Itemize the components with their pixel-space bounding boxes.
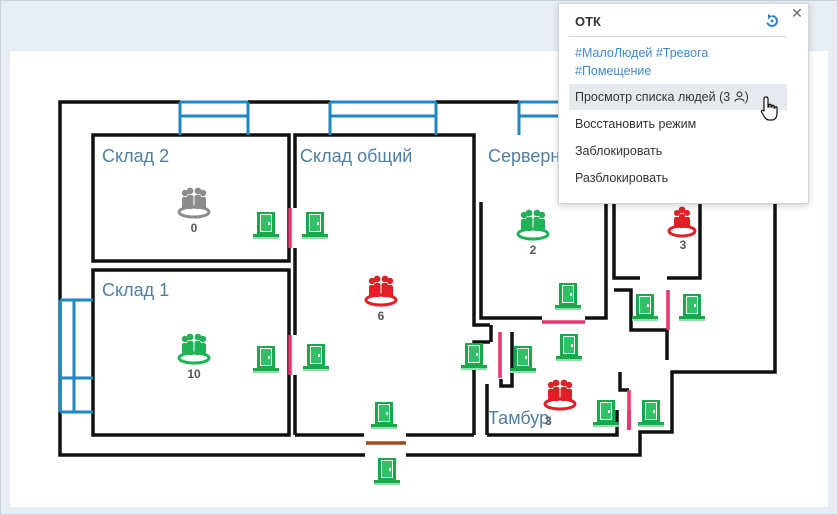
people-count-tambur: 3 — [545, 414, 552, 428]
map-left-margin — [1, 51, 10, 507]
exit-icon[interactable] — [253, 212, 279, 239]
outer-walls — [58, 100, 777, 457]
exit-icon[interactable] — [556, 334, 582, 361]
menu-item-label: Просмотр списка людей (3 — [575, 90, 734, 104]
exit-icon[interactable] — [679, 294, 705, 321]
exit-icon[interactable] — [510, 346, 536, 373]
room-label-tambur[interactable]: Тамбур — [488, 408, 550, 428]
person-icon — [734, 91, 745, 102]
room-label-sklad-obshchiy[interactable]: Склад общий — [300, 146, 413, 166]
alarm-doors — [288, 208, 670, 430]
popup-tags-line[interactable]: #МалоЛюдей #Тревога — [575, 46, 709, 60]
menu-item-restore-mode[interactable]: Восстановить режим — [575, 117, 697, 131]
people-group-icon[interactable] — [543, 378, 577, 411]
people-group-icon[interactable] — [177, 186, 211, 219]
exit-icon[interactable] — [253, 346, 279, 373]
popup-title: ОТК — [575, 14, 601, 29]
map-right-margin — [828, 51, 837, 507]
map-bottom-margin — [1, 507, 837, 514]
room-label-sklad2[interactable]: Склад 2 — [102, 146, 170, 166]
people-group-icon[interactable] — [177, 332, 211, 365]
people-count-sklad1: 10 — [187, 367, 201, 381]
exit-icon[interactable] — [555, 283, 581, 310]
people-group-icon[interactable] — [667, 205, 697, 238]
popup-tags: #МалоЛюдей #Тревога #Помещение — [575, 44, 795, 80]
menu-item-paren: ) — [744, 90, 749, 104]
exit-icon[interactable] — [593, 400, 619, 427]
people-count-sklad-obshchiy: 6 — [377, 309, 385, 323]
hand-cursor-icon — [760, 96, 778, 121]
inner-walls — [91, 133, 702, 437]
exit-icon[interactable] — [371, 402, 397, 429]
windows — [58, 100, 558, 414]
room-label-sklad1[interactable]: Склад 1 — [102, 280, 170, 300]
refresh-icon[interactable] — [764, 13, 780, 29]
exit-icon[interactable] — [374, 458, 400, 485]
people-count-sklad2: 0 — [190, 221, 198, 235]
room-context-popup: ОТК ✕ #МалоЛюдей #Тревога #Помещение Про… — [558, 3, 809, 204]
menu-item-view-people[interactable]: Просмотр списка людей (3 ) — [569, 84, 787, 110]
exit-icon[interactable] — [302, 212, 328, 239]
exit-icon[interactable] — [461, 343, 487, 370]
people-group-icon[interactable] — [516, 208, 550, 241]
room-label-servernaya[interactable]: Серверн — [488, 146, 561, 166]
people-count-right-room: 3 — [679, 238, 687, 252]
exit-icon[interactable] — [303, 344, 329, 371]
people-group-icon[interactable] — [364, 274, 398, 307]
menu-item-unblock[interactable]: Разблокировать — [575, 171, 669, 185]
exit-icon[interactable] — [638, 400, 664, 427]
close-icon[interactable]: ✕ — [791, 5, 803, 21]
popup-divider — [569, 36, 787, 37]
menu-item-block[interactable]: Заблокировать — [575, 144, 663, 158]
popup-tags-line[interactable]: #Помещение — [575, 64, 652, 78]
exit-icon[interactable] — [632, 294, 658, 321]
people-count-servernaya: 2 — [529, 243, 537, 257]
